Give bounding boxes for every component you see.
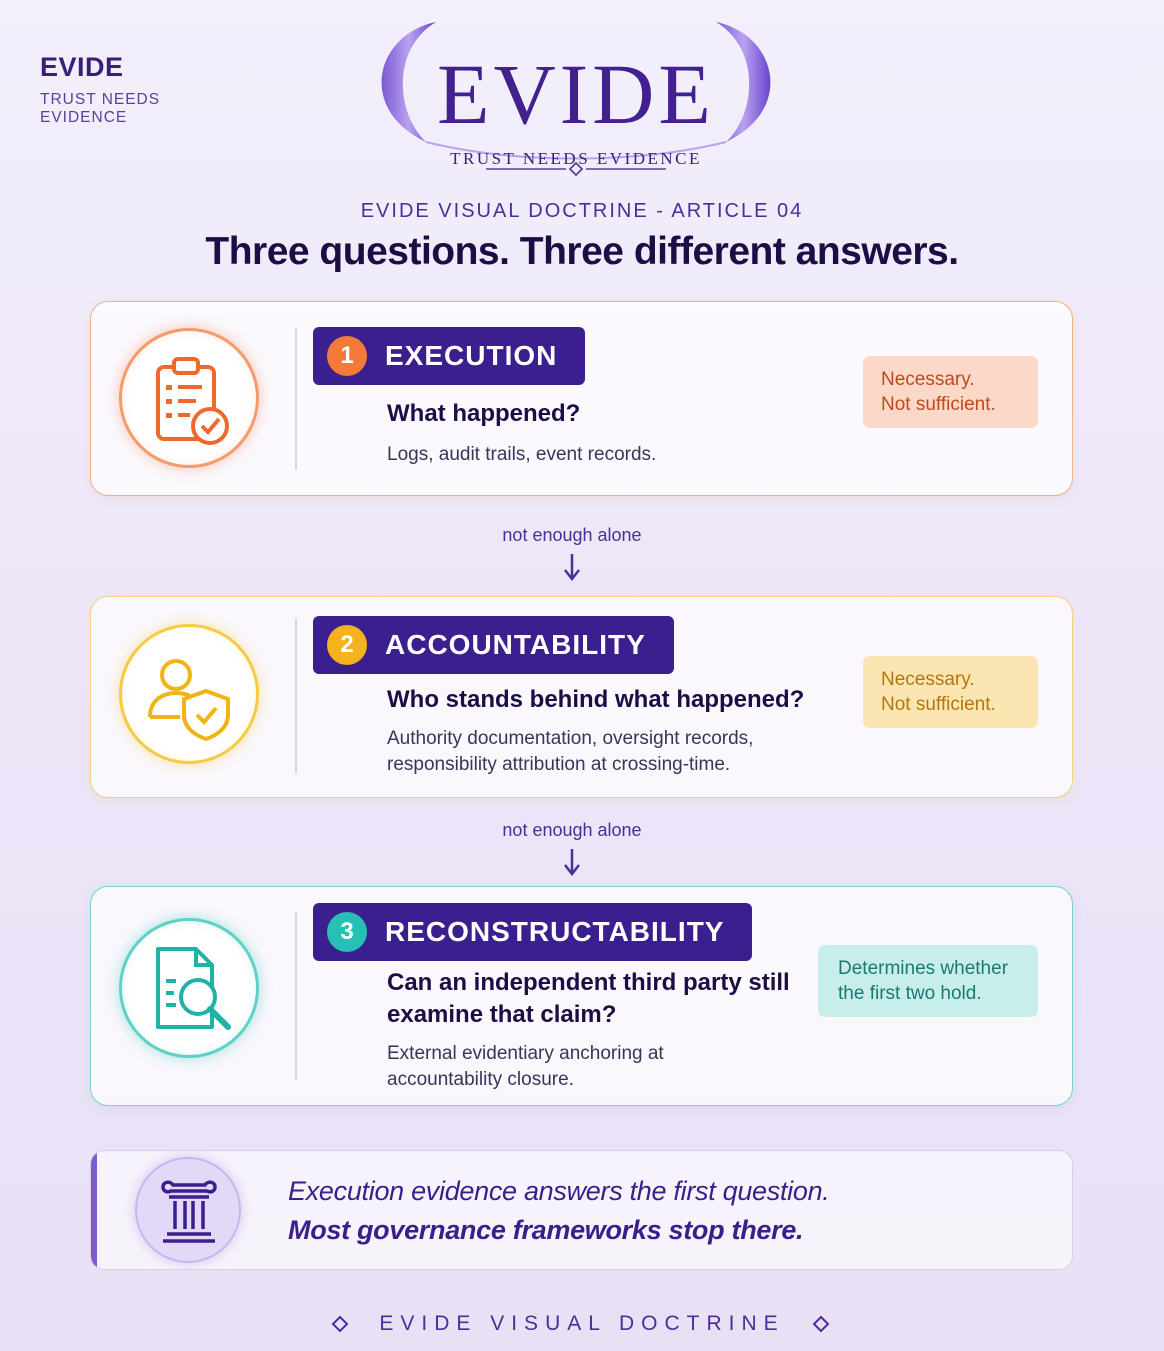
summary-line-1: Execution evidence answers the first que… — [288, 1176, 830, 1206]
document-search-icon — [119, 918, 259, 1058]
summary-accent-bar — [91, 1151, 97, 1269]
logo-tagline: TRUST NEEDS EVIDENCE — [450, 149, 702, 168]
card-description: Logs, audit trails, event records. — [387, 444, 657, 465]
card-question: Can an independent third party still exa… — [387, 969, 790, 1028]
card-title-pill: 3 RECONSTRUCTABILITY — [313, 903, 753, 961]
card-title: RECONSTRUCTABILITY — [385, 916, 725, 947]
article-kicker: EVIDE VISUAL DOCTRINE - ARTICLE 04 — [360, 200, 804, 222]
connector-label: not enough alone — [502, 820, 642, 840]
page-title: Three questions. Three different answers… — [205, 230, 959, 273]
card-execution: 1 EXECUTION What happened? Logs, audit t… — [90, 301, 1073, 496]
verdict-badge: Determines whether the first two hold. — [818, 945, 1038, 1017]
brand-tagline: TRUST NEEDS EVIDENCE — [40, 91, 161, 126]
step-number-badge: 3 — [327, 912, 367, 952]
step-number-badge: 1 — [327, 336, 367, 376]
footer-ornament-icon — [150, 1315, 1010, 1333]
brand-corner: EVIDE TRUST NEEDS EVIDENCE — [40, 52, 190, 127]
verdict-line-2: Not sufficient. — [881, 694, 996, 715]
verdict-line-1: Necessary. — [881, 669, 975, 690]
connector-2: not enough alone — [0, 820, 1144, 877]
verdict-badge: Necessary. Not sufficient. — [863, 656, 1038, 728]
summary-callout: Execution evidence answers the first que… — [90, 1150, 1073, 1270]
card-title: EXECUTION — [385, 340, 558, 371]
verdict-line-1: Determines whether — [838, 958, 1009, 979]
card-divider — [295, 328, 297, 470]
logo-wordmark: EVIDE — [437, 46, 715, 142]
card-divider — [295, 912, 297, 1080]
card-title: ACCOUNTABILITY — [385, 629, 646, 660]
card-description: Authority documentation, oversight recor… — [387, 728, 754, 775]
card-question: What happened? — [387, 400, 581, 427]
footer-label: EVIDE VISUAL DOCTRINE — [379, 1312, 785, 1335]
card-title-pill: 1 EXECUTION — [313, 327, 586, 385]
logo-swoosh-icon — [381, 22, 771, 177]
summary-line-2: Most governance frameworks stop there. — [288, 1215, 804, 1245]
brand-name: EVIDE — [40, 52, 124, 82]
pillar-icon — [135, 1157, 241, 1263]
step-number-badge: 2 — [327, 625, 367, 665]
card-accountability: 2 ACCOUNTABILITY Who stands behind what … — [90, 596, 1073, 798]
verdict-line-2: Not sufficient. — [881, 394, 996, 415]
arrow-down-icon — [564, 849, 580, 877]
card-title-pill: 2 ACCOUNTABILITY — [313, 616, 674, 674]
card-description: External evidentiary anchoring at accoun… — [387, 1043, 664, 1090]
verdict-line-2: the first two hold. — [838, 983, 982, 1004]
verdict-line-1: Necessary. — [881, 369, 975, 390]
clipboard-check-icon — [119, 328, 259, 468]
arrow-down-icon — [564, 554, 580, 582]
footer: EVIDE VISUAL DOCTRINE — [0, 1308, 1164, 1340]
connector-1: not enough alone — [0, 525, 1144, 582]
card-reconstructability: 3 RECONSTRUCTABILITY Can an independent … — [90, 886, 1073, 1106]
user-shield-icon — [119, 624, 259, 764]
connector-label: not enough alone — [502, 525, 642, 545]
card-divider — [295, 619, 297, 773]
verdict-badge: Necessary. Not sufficient. — [863, 356, 1038, 428]
evide-logo: EVIDE TRUST NEEDS EVIDENCE — [366, 14, 786, 179]
card-question: Who stands behind what happened? — [387, 686, 805, 713]
